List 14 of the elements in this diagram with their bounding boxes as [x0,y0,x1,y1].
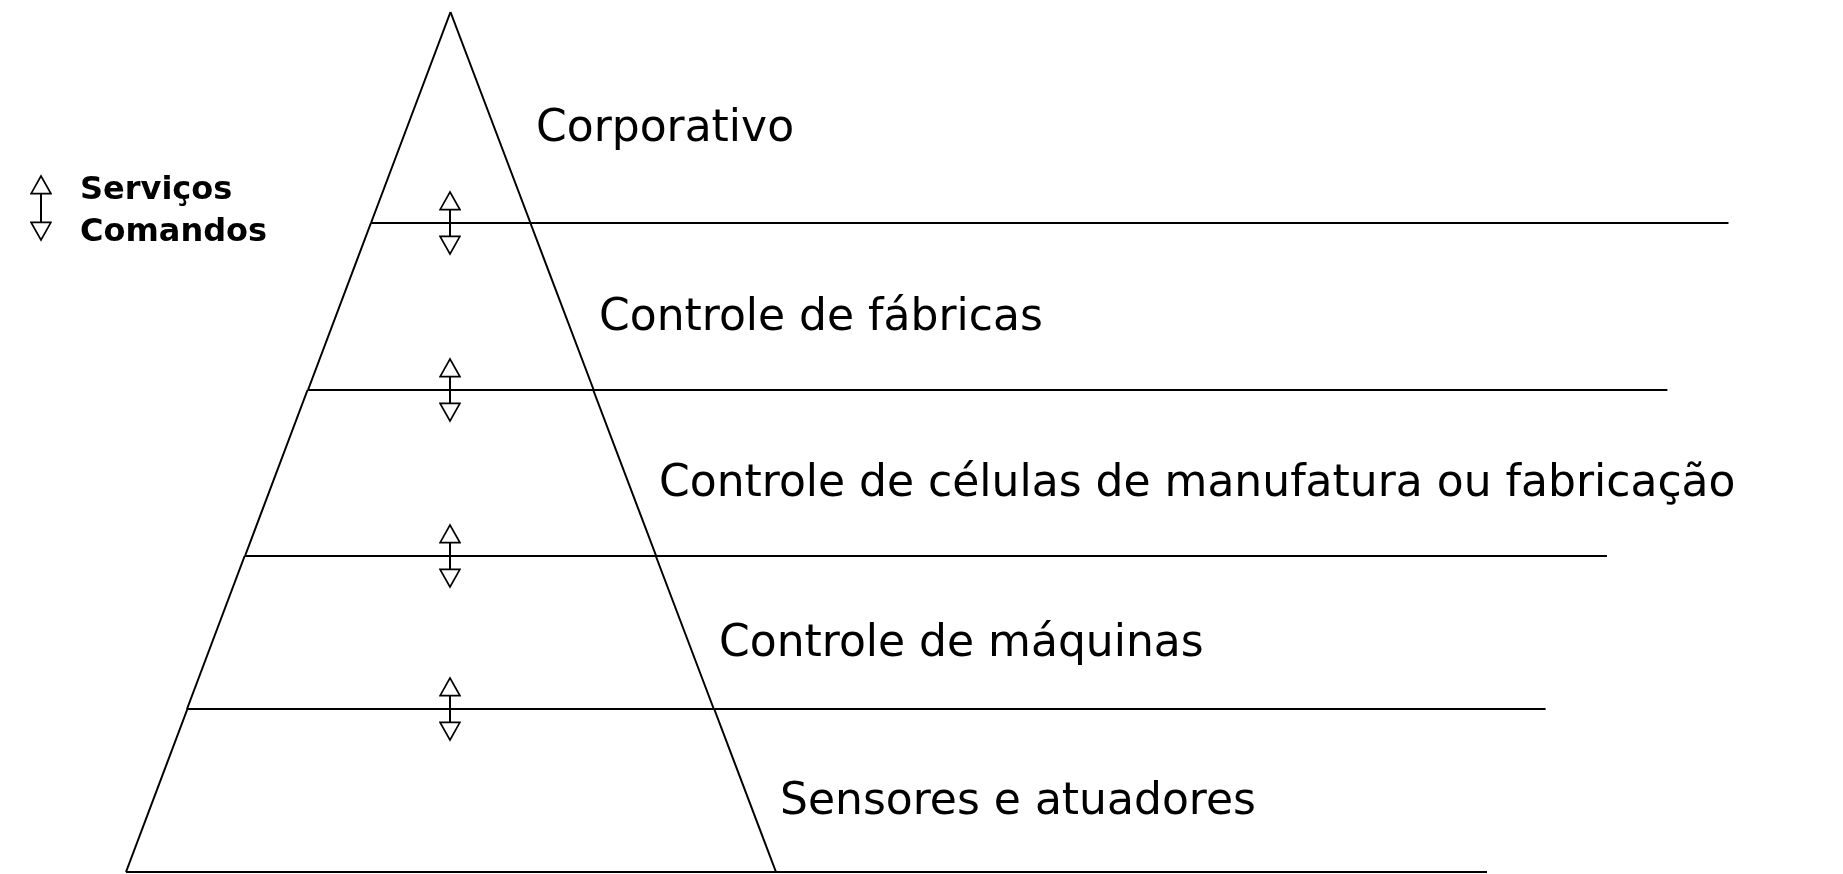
pyramid-level [126,709,1487,872]
legend-label: Serviços Comandos [80,168,269,251]
level-label: Corporativo [536,101,795,150]
pyramid-level [370,12,1728,223]
double-arrow [439,191,461,255]
level-label: Controle de fábricas [599,290,1043,339]
double-arrow [439,358,461,422]
pyramid-level [187,556,1546,709]
pyramid-level [307,223,1667,390]
double-arrow [439,677,461,741]
double-arrow [439,524,461,588]
level-label: Sensores e atuadores [780,774,1256,823]
level-label: Controle de máquinas [719,616,1204,665]
level-label: Controle de células de manufatura ou fabricação [659,456,1736,506]
